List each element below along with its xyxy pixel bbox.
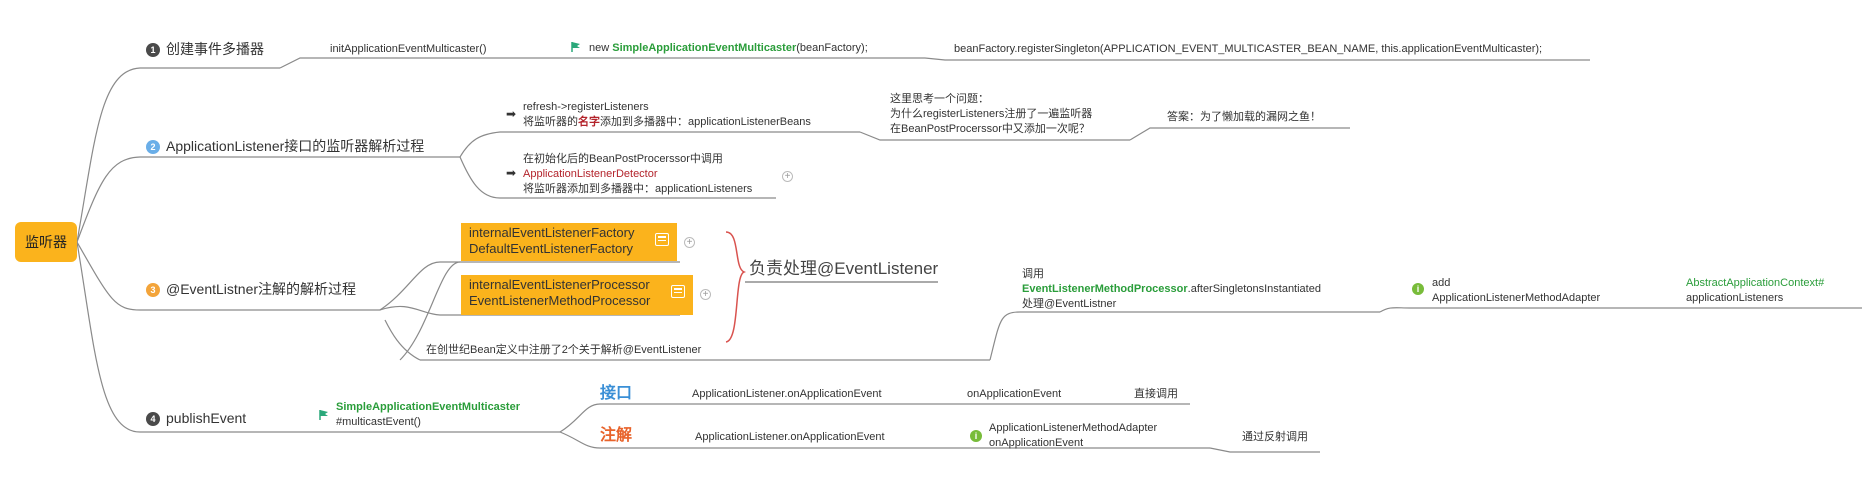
branch-3-number: 3 bbox=[146, 283, 160, 297]
annotation-label[interactable]: 注解 bbox=[600, 427, 633, 444]
branch-1-label: 创建事件多播器 bbox=[166, 41, 264, 57]
context-line-1: AbstractApplicationContext# bbox=[1686, 277, 1825, 289]
arrow-right-icon: ➡ bbox=[506, 107, 517, 121]
branch-1-call[interactable]: initApplicationEventMulticaster() bbox=[330, 43, 487, 55]
factory-box[interactable]: internalEventListenerFactory DefaultEven… bbox=[461, 223, 677, 261]
factory-box-line-1: internalEventListenerFactory bbox=[469, 225, 635, 240]
branch-2-item-1[interactable]: ➡ refresh->registerListeners 将监听器的名字添加到多… bbox=[506, 100, 811, 130]
root-label: 监听器 bbox=[25, 234, 67, 250]
context-line-2: applicationListeners bbox=[1686, 292, 1784, 304]
branch-2-label: ApplicationListener接口的监听器解析过程 bbox=[166, 138, 425, 154]
branch-2-number: 2 bbox=[146, 140, 160, 154]
call-line-3: 处理@EventListner bbox=[1022, 298, 1117, 310]
adapter-line-2: onApplicationEvent bbox=[989, 437, 1084, 449]
branch-1-new[interactable]: new SimpleApplicationEventMulticaster(be… bbox=[570, 41, 868, 56]
branch-4-label: publishEvent bbox=[166, 410, 247, 426]
note-icon bbox=[671, 285, 685, 298]
branch-1-number: 1 bbox=[146, 43, 160, 57]
branch-2-item-2[interactable]: ➡ 在初始化后的BeanPostProcerssor中调用 Applicatio… bbox=[506, 152, 752, 197]
annotation-note[interactable]: 通过反射调用 bbox=[1242, 431, 1308, 443]
branch-1-register[interactable]: beanFactory.registerSingleton(APPLICATIO… bbox=[954, 43, 1543, 55]
call-line-2: EventListenerMethodProcessor.afterSingle… bbox=[1022, 283, 1321, 295]
new-suffix: (beanFactory); bbox=[796, 42, 868, 54]
registration-note[interactable]: 在创世纪Bean定义中注册了2个关于解析@EventListener bbox=[426, 344, 702, 356]
expand-icon[interactable]: + bbox=[700, 289, 711, 300]
arrow-right-icon: ➡ bbox=[506, 166, 517, 180]
info-icon: i bbox=[970, 430, 982, 442]
new-keyword: new bbox=[589, 42, 613, 54]
add-line-2: ApplicationListenerMethodAdapter bbox=[1432, 292, 1601, 304]
item-1-line-1: refresh->registerListeners bbox=[523, 101, 649, 113]
add-adapter[interactable]: i add ApplicationListenerMethodAdapter bbox=[1412, 276, 1600, 306]
add-line-1: add bbox=[1432, 277, 1451, 289]
branch-4-number: 4 bbox=[146, 412, 160, 426]
question-line-1: 这里思考一个问题： bbox=[890, 93, 989, 105]
processor-box-line-1: internalEventListenerProcessor bbox=[469, 277, 650, 292]
multicaster-method: #multicastEvent() bbox=[336, 416, 421, 428]
flag-icon bbox=[319, 410, 328, 420]
flag-icon bbox=[571, 42, 580, 52]
adapter-line-1: ApplicationListenerMethodAdapter bbox=[989, 422, 1158, 434]
processor-box-line-2: EventListenerMethodProcessor bbox=[469, 293, 651, 308]
item-2-line-3: 将监听器添加到多播器中：applicationListeners bbox=[523, 183, 753, 195]
branch-1-node[interactable]: 1 创建事件多播器 bbox=[146, 40, 264, 58]
name-highlight: 名字 bbox=[578, 116, 600, 128]
interface-note[interactable]: 直接调用 bbox=[1134, 388, 1178, 400]
annotation-adapter[interactable]: i ApplicationListenerMethodAdapter onApp… bbox=[970, 421, 1157, 451]
item-2-line-2: ApplicationListenerDetector bbox=[523, 168, 658, 180]
item-1-line-2: 将监听器的名字添加到多播器中：applicationListenerBeans bbox=[523, 116, 811, 128]
factory-box-line-2: DefaultEventListenerFactory bbox=[469, 241, 634, 256]
branch-2-node[interactable]: 2 ApplicationListener接口的监听器解析过程 bbox=[146, 137, 424, 155]
note-icon bbox=[655, 233, 669, 246]
answer-note[interactable]: 答案：为了懒加载的漏网之鱼！ bbox=[1167, 111, 1321, 123]
expand-icon[interactable]: + bbox=[782, 171, 793, 182]
expand-icon[interactable]: + bbox=[684, 237, 695, 248]
root-node[interactable]: 监听器 bbox=[15, 222, 77, 262]
brace bbox=[725, 231, 746, 343]
annotation-call[interactable]: ApplicationListener.onApplicationEvent bbox=[695, 431, 885, 443]
brace-label[interactable]: 负责处理@EventListener bbox=[749, 259, 939, 278]
context-listeners[interactable]: AbstractApplicationContext# applicationL… bbox=[1686, 276, 1824, 306]
interface-call[interactable]: ApplicationListener.onApplicationEvent bbox=[692, 388, 882, 400]
call-note[interactable]: 调用 EventListenerMethodProcessor.afterSin… bbox=[1022, 267, 1321, 312]
question-line-3: 在BeanPostProcerssor中又添加一次呢？ bbox=[890, 123, 1090, 135]
info-icon: i bbox=[1412, 283, 1424, 295]
new-class: SimpleApplicationEventMulticaster bbox=[612, 42, 797, 54]
branch-3-node[interactable]: 3 @EventListner注解的解析过程 bbox=[146, 280, 356, 298]
call-line-1: 调用 bbox=[1022, 268, 1044, 280]
interface-method[interactable]: onApplicationEvent bbox=[967, 388, 1062, 400]
multicaster-node[interactable]: SimpleApplicationEventMulticaster #multi… bbox=[318, 400, 520, 430]
multicaster-class: SimpleApplicationEventMulticaster bbox=[336, 401, 520, 413]
processor-box[interactable]: internalEventListenerProcessor EventList… bbox=[461, 275, 693, 315]
question-line-2: 为什么registerListeners注册了一遍监听器 bbox=[890, 108, 1093, 120]
interface-label[interactable]: 接口 bbox=[600, 385, 633, 402]
branch-4-node[interactable]: 4 publishEvent bbox=[146, 409, 246, 427]
branch-3-label: @EventListner注解的解析过程 bbox=[166, 281, 357, 297]
question-note[interactable]: 这里思考一个问题： 为什么registerListeners注册了一遍监听器 在… bbox=[890, 92, 1092, 137]
item-2-line-1: 在初始化后的BeanPostProcerssor中调用 bbox=[523, 153, 723, 165]
